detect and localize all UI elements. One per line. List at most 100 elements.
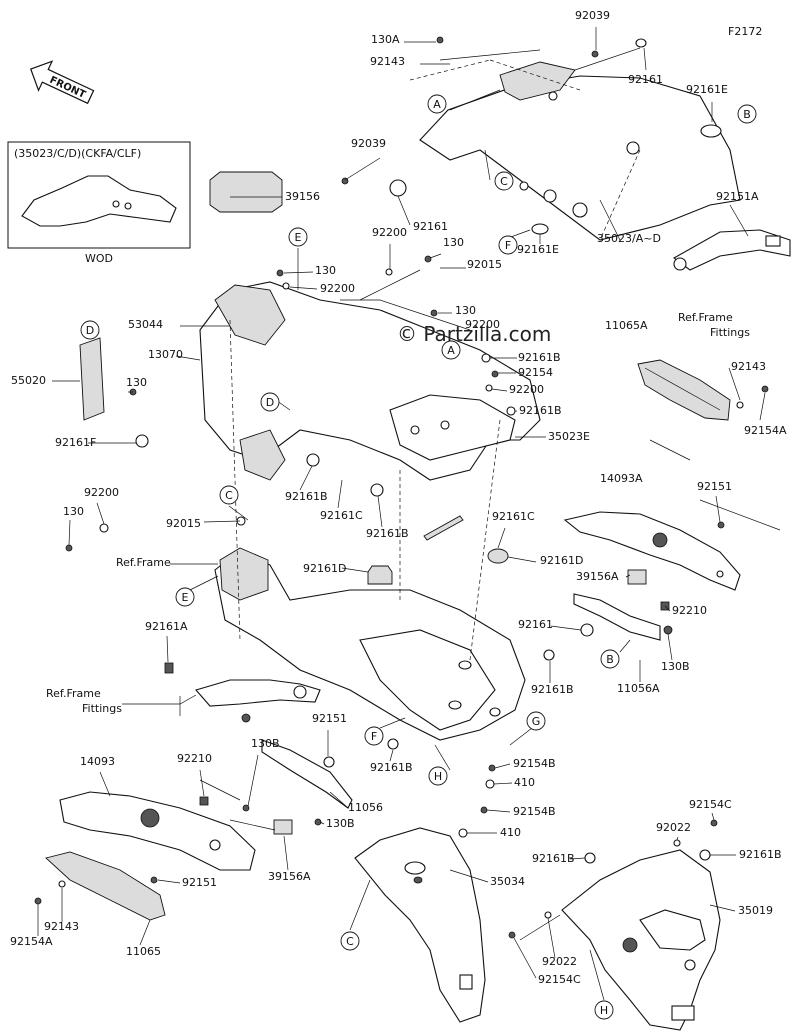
rod-92161C: [423, 515, 464, 541]
part-label: 130A: [371, 33, 400, 46]
bracket-11056: [261, 739, 353, 809]
callout-a: A: [427, 94, 447, 114]
callout-letter: D: [266, 396, 274, 409]
seat-pad-39156: [209, 171, 283, 213]
part-label: 410: [500, 826, 521, 839]
part-label: 92154B: [513, 757, 556, 770]
part-label: 92143: [731, 360, 766, 373]
part-label: 11056: [348, 801, 383, 814]
callout-letter: H: [434, 770, 442, 783]
part-label: 92161B: [518, 351, 561, 364]
part-label: 92151: [312, 712, 347, 725]
part-number-labels: 130A92039F2172921439216192161E9203939156…: [10, 9, 787, 986]
callout-letter: C: [346, 935, 354, 948]
part-label: 130B: [251, 737, 280, 750]
callout-circle: [737, 104, 757, 124]
callout-letter: C: [225, 489, 233, 502]
part-label: 92161B: [519, 404, 562, 417]
part-label: 92200: [320, 282, 355, 295]
callout-h: H: [428, 766, 448, 786]
part-label: Fittings: [710, 326, 750, 339]
part-label: 11065A: [605, 319, 648, 332]
part-label: 92151: [697, 480, 732, 493]
part-label: 92161: [413, 220, 448, 233]
part-label: 92161E: [686, 83, 728, 96]
grommet-92161D: [367, 565, 393, 585]
part-label: 92210: [177, 752, 212, 765]
callout-circle: [260, 392, 280, 412]
callout-circle: [498, 235, 518, 255]
part-label: Ref.Frame: [116, 556, 171, 569]
part-label: 92161B: [531, 683, 574, 696]
part-label: 92200: [509, 383, 544, 396]
part-label: 92143: [44, 920, 79, 933]
part-label: 130: [315, 264, 336, 277]
callout-e: E: [288, 227, 308, 247]
callout-circle: [526, 711, 546, 731]
callout-f: F: [498, 235, 518, 255]
part-label: 92154C: [538, 973, 581, 986]
callout-g: G: [526, 711, 546, 731]
callout-circle: [288, 227, 308, 247]
part-label: 92161C: [320, 509, 363, 522]
variant-caption: WOD: [85, 252, 113, 265]
part-label: 130: [126, 376, 147, 389]
callout-circle: [219, 485, 239, 505]
callout-circle: [600, 649, 620, 669]
part-label: 92151: [182, 876, 217, 889]
part-label: 92161B: [366, 527, 409, 540]
callout-c: C: [494, 171, 514, 191]
part-label: 92154A: [10, 935, 53, 948]
flap-35034: [354, 827, 486, 1023]
callout-b: B: [600, 649, 620, 669]
part-label: 92161D: [303, 562, 346, 575]
garnish-14093A: [563, 511, 741, 591]
part-label: 13070: [148, 348, 183, 361]
part-label: 39156: [285, 190, 320, 203]
part-label: 92161B: [370, 761, 413, 774]
part-label: 92022: [542, 955, 577, 968]
part-label: 92039: [351, 137, 386, 150]
callout-letter: F: [505, 239, 511, 252]
part-label: 92143: [370, 55, 405, 68]
callout-letter: H: [600, 1004, 608, 1017]
part-label: 92200: [84, 486, 119, 499]
variant-fender-shape: [21, 175, 177, 227]
part-label: 35023E: [548, 430, 590, 443]
callout-circle: [494, 171, 514, 191]
part-label: 14093: [80, 755, 115, 768]
callout-letter: A: [447, 344, 455, 357]
callout-h: H: [594, 1000, 614, 1020]
part-label: Ref.Frame: [678, 311, 733, 324]
callout-d: D: [260, 392, 280, 412]
fasteners: [34, 36, 769, 939]
rear-fender-mid-assembly: [199, 281, 541, 481]
rear-fender-lower-assembly: [214, 547, 526, 741]
part-label: 53044: [128, 318, 163, 331]
part-label: 92161B: [285, 490, 328, 503]
callout-circle: [427, 94, 447, 114]
callout-letter: C: [500, 175, 508, 188]
bracket-11056A: [573, 593, 661, 641]
callout-c: C: [219, 485, 239, 505]
part-label: 92015: [467, 258, 502, 271]
part-label: 92161D: [540, 554, 583, 567]
callout-circle: [340, 931, 360, 951]
callout-circle: [80, 320, 100, 340]
frame-fittings-left: [195, 679, 321, 707]
side-cover-11065: [45, 851, 166, 921]
pad-39156A-lower: [273, 819, 293, 835]
callout-letter: E: [295, 231, 302, 244]
part-label: 92151A: [716, 190, 759, 203]
part-label: 92161F: [55, 436, 96, 449]
part-label: 92154A: [744, 424, 787, 437]
front-arrow-icon: FRONT: [30, 60, 95, 105]
callout-circle: [441, 340, 461, 360]
part-label: 11056A: [617, 682, 660, 695]
callout-circle: [175, 587, 195, 607]
part-label: 92154C: [689, 798, 732, 811]
part-label: 35034: [490, 875, 525, 888]
part-label: 130: [63, 505, 84, 518]
